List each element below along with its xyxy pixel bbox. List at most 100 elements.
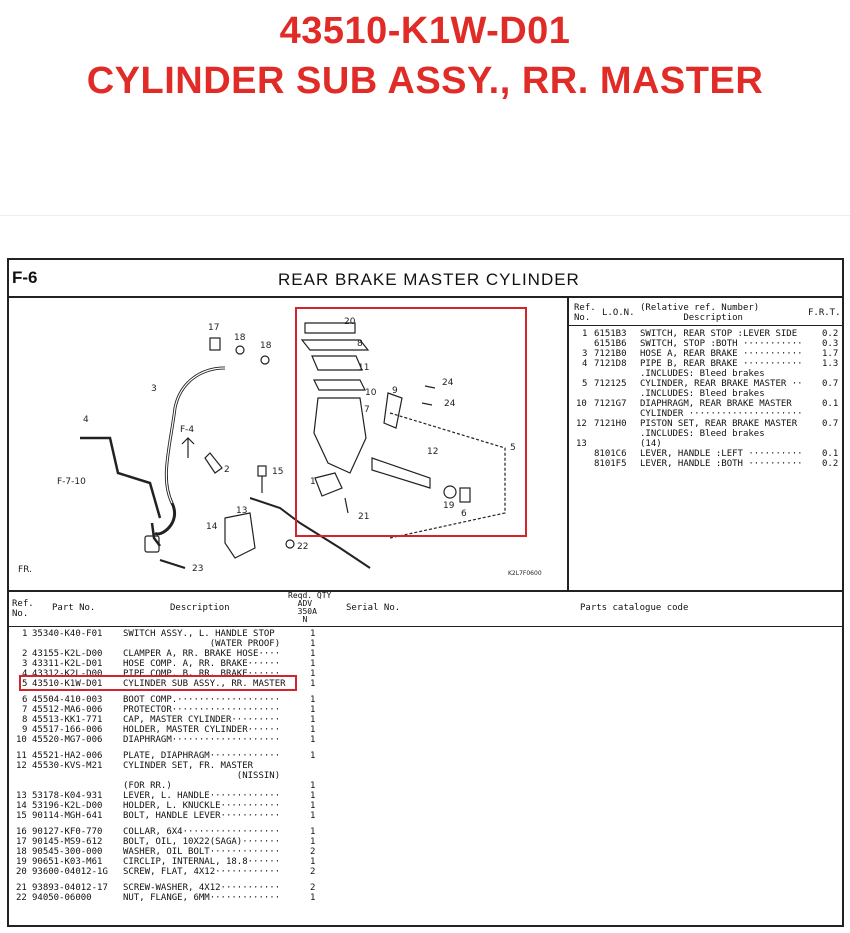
parts-row-desc: NUT, FLANGE, 6MM············· xyxy=(123,893,281,903)
parts-row-ref: 10 xyxy=(16,735,27,745)
section-divider xyxy=(8,590,843,592)
parts-row-desc: BOOT COMP.··················· xyxy=(123,695,281,705)
parts-row-part: 43312-K2L-D00 xyxy=(32,669,103,679)
parts-row-desc: BOLT, HANDLE LEVER··········· xyxy=(123,811,281,821)
ref-row-desc: (14) xyxy=(640,439,662,449)
ref-row-desc: DIAPHRAGM, REAR BRAKE MASTER CYLINDER ··… xyxy=(640,399,803,419)
parts-row-part: 45504-410-003 xyxy=(32,695,103,705)
callout-18b: 18 xyxy=(260,341,272,351)
parts-row-ref: 4 xyxy=(22,669,28,679)
callout-23: 23 xyxy=(192,564,203,574)
parts-row-part: 90127-KF0-770 xyxy=(32,827,103,837)
parts-row-part: 43510-K1W-D01 xyxy=(32,679,103,689)
parts-row-ref: 20 xyxy=(16,867,27,877)
diagram-code: K2L7F0600 xyxy=(508,570,542,577)
callout-20: 20 xyxy=(344,317,356,327)
parts-row-part: 45520-MG7-006 xyxy=(32,735,103,745)
parts-row-qty: 1 xyxy=(310,725,316,735)
parts-row-part: 35340-K40-F01 xyxy=(32,629,103,639)
callout-10: 10 xyxy=(365,388,377,398)
callout-14: 14 xyxy=(206,522,218,532)
parts-row-part: 90545-300-000 xyxy=(32,847,103,857)
ref-row-desc: SWITCH, REAR STOP :LEVER SIDE xyxy=(640,329,798,339)
ref-row-ref: 1 xyxy=(582,329,588,339)
ref-row-desc: SWITCH, STOP :BOTH ··········· xyxy=(640,339,803,349)
ref-row-frt: 0.2 xyxy=(822,329,839,339)
callout-9: 9 xyxy=(392,386,398,396)
callout-6: 6 xyxy=(461,509,467,519)
callout-1: 1 xyxy=(310,477,316,487)
parts-row-desc: HOSE COMP. A, RR. BRAKE······ xyxy=(123,659,281,669)
figure-code: F-6 xyxy=(12,268,38,287)
parts-row-ref: 2 xyxy=(22,649,28,659)
parts-row-desc: HOLDER, L. KNUCKLE··········· xyxy=(123,801,281,811)
parts-row-ref: 21 xyxy=(16,883,27,893)
parts-row-desc: CYLINDER SET, FR. MASTER xyxy=(123,761,254,771)
ref-row-ref: 12 xyxy=(576,419,587,429)
parts-row-qty: 1 xyxy=(310,659,316,669)
parts-row-part: 93600-04012-1G xyxy=(32,867,108,877)
parts-row-desc: PLATE, DIAPHRAGM············· xyxy=(123,751,281,761)
parts-row-part: 43155-K2L-D00 xyxy=(32,649,103,659)
parts-row-qty: 1 xyxy=(310,735,316,745)
parts-partno-header: Part No. xyxy=(52,603,96,613)
parts-row-qty: 1 xyxy=(310,827,316,837)
parts-row-desc: CIRCLIP, INTERNAL, 18.8······ xyxy=(123,857,281,867)
part-number-heading: 43510-K1W-D01 xyxy=(279,10,571,52)
highlight-box-assembly xyxy=(295,307,527,537)
parts-row-qty: 1 xyxy=(310,893,316,903)
callout-2: 2 xyxy=(224,465,230,475)
parts-row-part: 45513-KK1-771 xyxy=(32,715,103,725)
parts-row-desc: CLAMPER A, RR. BRAKE HOSE···· xyxy=(123,649,281,659)
ref-row-lon: 7121B0 xyxy=(594,349,627,359)
callout-f4: F-4 xyxy=(180,425,194,435)
parts-row-ref: 6 xyxy=(22,695,28,705)
parts-row-part: 93893-04012-17 xyxy=(32,883,108,893)
title-divider xyxy=(8,296,843,298)
parts-row-ref: 13 xyxy=(16,791,27,801)
parts-row-part: 43311-K2L-D01 xyxy=(32,659,103,669)
parts-row-qty: 1 xyxy=(310,781,316,791)
parts-desc-header: Description xyxy=(170,603,230,613)
parts-row-qty: 1 xyxy=(310,837,316,847)
parts-row-part: 90114-MGH-641 xyxy=(32,811,103,821)
parts-serial-header: Serial No. xyxy=(346,603,401,613)
ref-col-header: Ref. No. xyxy=(574,303,596,323)
parts-row-qty: 1 xyxy=(310,705,316,715)
parts-row-ref: 18 xyxy=(16,847,27,857)
parts-row-ref: 19 xyxy=(16,857,27,867)
parts-row-desc: (FOR RR.) xyxy=(123,781,172,791)
highlight-row-5 xyxy=(19,675,297,691)
parts-row-qty: 1 xyxy=(310,679,316,689)
ref-row-frt: 0.7 xyxy=(822,379,839,389)
divider xyxy=(0,215,850,216)
parts-row-desc: PROTECTOR···················· xyxy=(123,705,281,715)
parts-row-qty: 2 xyxy=(310,883,316,893)
ref-row-frt: 0.2 xyxy=(822,459,839,469)
ref-row-ref: 3 xyxy=(582,349,588,359)
parts-row-qty: 2 xyxy=(310,847,316,857)
parts-row-part: 45521-HA2-006 xyxy=(32,751,103,761)
parts-row-part: 90651-K03-M61 xyxy=(32,857,103,867)
ref-row-lon: 7121G7 xyxy=(594,399,627,409)
parts-row-qty: 2 xyxy=(310,867,316,877)
parts-row-ref: 16 xyxy=(16,827,27,837)
parts-row-desc: PIPE COMP. B, RR. BRAKE······ xyxy=(123,669,281,679)
parts-row-qty: 1 xyxy=(310,857,316,867)
parts-row-part: 45512-MA6-006 xyxy=(32,705,103,715)
parts-row-ref: 22 xyxy=(16,893,27,903)
parts-row-qty: 1 xyxy=(310,695,316,705)
parts-ref-header: Ref. No. xyxy=(12,599,34,619)
ref-row-lon: 8101F5 xyxy=(594,459,627,469)
frt-col-header: F.R.T. xyxy=(808,308,841,318)
ref-row-lon: 712125 xyxy=(594,379,627,389)
ref-row-ref: 4 xyxy=(582,359,588,369)
parts-row-desc: HOLDER, MASTER CYLINDER······ xyxy=(123,725,281,735)
parts-row-ref: 14 xyxy=(16,801,27,811)
parts-catalog-header: Parts catalogue code xyxy=(580,603,689,613)
parts-row-desc: CYLINDER SUB ASSY., RR. MASTER xyxy=(123,679,286,689)
parts-row-part: 53178-K04-931 xyxy=(32,791,103,801)
part-name-heading: CYLINDER SUB ASSY., RR. MASTER xyxy=(86,60,764,102)
parts-row-part: 90145-MS9-612 xyxy=(32,837,103,847)
ref-row-desc: HOSE A, REAR BRAKE ··········· xyxy=(640,349,803,359)
